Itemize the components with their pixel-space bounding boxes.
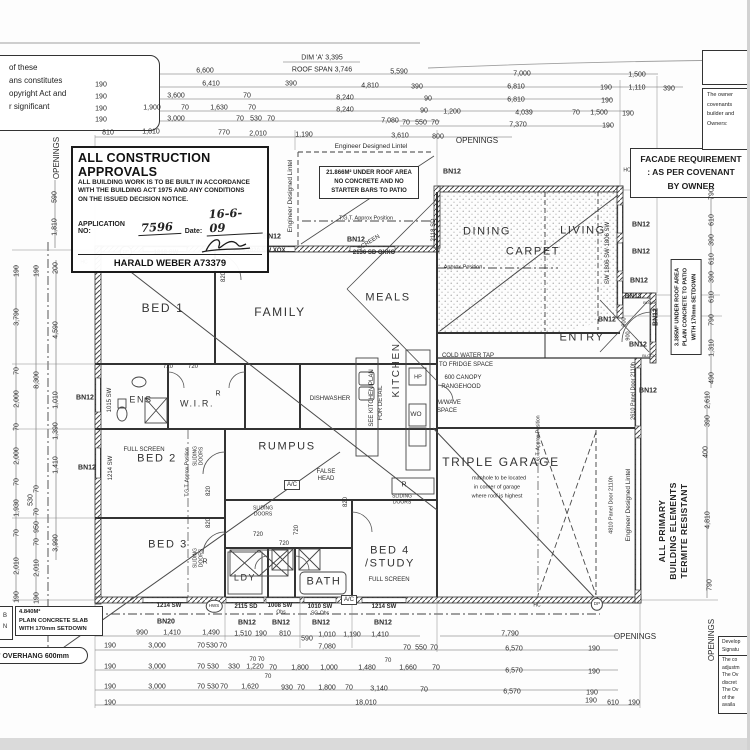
scan-edge-bottom bbox=[0, 738, 750, 750]
construction-approval-stamp: ALL CONSTRUCTION APPROVALS ALL BUILDING … bbox=[71, 146, 269, 273]
owner-note-header-box bbox=[702, 50, 750, 85]
patio-note2-line: 3.385M² UNDER ROOF AREA bbox=[674, 267, 681, 347]
stamp-body-line: ALL BUILDING WORK IS TO BE BUILT IN ACCO… bbox=[78, 179, 250, 186]
slab-line: WITH 170mm SETDOWN bbox=[19, 626, 87, 633]
overhang-note: 5' OVERHANG 600mm bbox=[0, 647, 88, 664]
patio-note2-line: PLAIN CONCRETE TO PATIO bbox=[682, 267, 689, 347]
consent-line: Develop bbox=[722, 639, 741, 645]
consent-line: availa bbox=[722, 702, 736, 708]
scan-edge-right bbox=[747, 0, 750, 750]
consent-line: The co bbox=[722, 657, 738, 663]
copyright-line: of these bbox=[9, 63, 38, 72]
developer-consent-note: Develop Signatu The co adjustm The Ov di… bbox=[718, 636, 750, 714]
facade-line: BY OWNER bbox=[667, 180, 715, 191]
door-arcs bbox=[167, 253, 653, 571]
patio-dashed-outline bbox=[297, 151, 599, 597]
termite-resistance-note: ALL PRIMARY BUILDING ELEMENTS TERMITE RE… bbox=[657, 451, 691, 611]
stamp-application-row: APPLICATION NO: 7596 Date: 16-6-09 bbox=[78, 204, 263, 237]
termite-line: TERMITE RESISTANT bbox=[679, 483, 690, 579]
facade-line: : AS PER COVENANT bbox=[647, 167, 735, 178]
consent-line: discret bbox=[722, 679, 737, 686]
owner-line: builder and bbox=[707, 111, 735, 118]
consent-line: adjustm bbox=[722, 664, 740, 671]
stamp-body-line: WITH THE BUILDING ACT 1975 AND ANY CONDI… bbox=[78, 187, 245, 195]
facade-line: FACADE REQUIREMENT bbox=[640, 154, 742, 164]
concrete-slab-note: 4.840M² PLAIN CONCRETE SLAB WITH 170mm S… bbox=[15, 606, 103, 637]
owner-line: covenants bbox=[707, 101, 733, 108]
stamp-title: ALL CONSTRUCTION APPROVALS bbox=[78, 151, 211, 179]
scan-edge-curve bbox=[427, 59, 749, 69]
copyright-line: r significant bbox=[9, 101, 50, 111]
dimension-lines bbox=[15, 61, 712, 706]
patio-concrete-note: 3.385M² UNDER ROOF AREA PLAIN CONCRETE T… bbox=[670, 259, 702, 355]
consent-line: The Ov bbox=[722, 672, 739, 678]
slab-line: 4.840M² bbox=[19, 609, 41, 615]
owner-line: Owners: bbox=[707, 120, 728, 127]
termite-line: ALL PRIMARY bbox=[657, 499, 668, 563]
copyright-note: of these ans constitutes opyright Act an… bbox=[0, 55, 160, 131]
consent-line: The Ov bbox=[722, 687, 739, 693]
roof-diagonals bbox=[59, 155, 650, 651]
setback-boundary-lines bbox=[47, 220, 600, 664]
legend-mini-box bbox=[0, 606, 13, 640]
copyright-line: opyright Act and bbox=[9, 88, 67, 98]
signature-area bbox=[78, 235, 262, 255]
patio-note2-line: WITH 170mm SETDOWN bbox=[691, 273, 698, 341]
interior-walls bbox=[95, 192, 650, 597]
stamp-body: ALL BUILDING WORK IS TO BE BUILT IN ACCO… bbox=[78, 179, 262, 204]
date-label: Date: bbox=[184, 227, 203, 235]
consent-line: of the bbox=[722, 694, 735, 701]
patio-area-note: 21.866M² UNDER ROOF AREA NO CONCRETE AND… bbox=[319, 166, 419, 199]
patio-note-line: STARTER BARS TO PATIO bbox=[331, 188, 407, 194]
slab-line: PLAIN CONCRETE SLAB bbox=[19, 617, 88, 624]
fixtures bbox=[116, 349, 435, 595]
certifier-name: HARALD WEBER A73379 bbox=[113, 256, 227, 268]
facade-requirement-box: FACADE REQUIREMENT : AS PER COVENANT BY … bbox=[630, 148, 750, 198]
owner-line: The owner bbox=[707, 92, 733, 98]
copyright-line: ans constitutes bbox=[9, 75, 63, 85]
signature-scribble bbox=[201, 239, 251, 253]
date-value: 16-6-09 bbox=[205, 204, 263, 237]
application-no-label: APPLICATION NO: bbox=[78, 220, 125, 235]
consent-divider bbox=[719, 655, 750, 656]
termite-line: BUILDING ELEMENTS bbox=[668, 482, 679, 580]
patio-note-line: NO CONCRETE AND NO bbox=[334, 179, 404, 185]
patio-note-line: 21.866M² UNDER ROOF AREA bbox=[326, 170, 412, 176]
stamp-body-line: ON THE ISSUED DECISION NOTICE. bbox=[78, 195, 189, 203]
consent-line: Signatu bbox=[722, 646, 739, 653]
application-no-value: 7596 bbox=[137, 218, 182, 237]
owner-covenant-note: The owner covenants builder and Owners: bbox=[702, 88, 750, 150]
carpet-stipple-area bbox=[437, 188, 619, 334]
